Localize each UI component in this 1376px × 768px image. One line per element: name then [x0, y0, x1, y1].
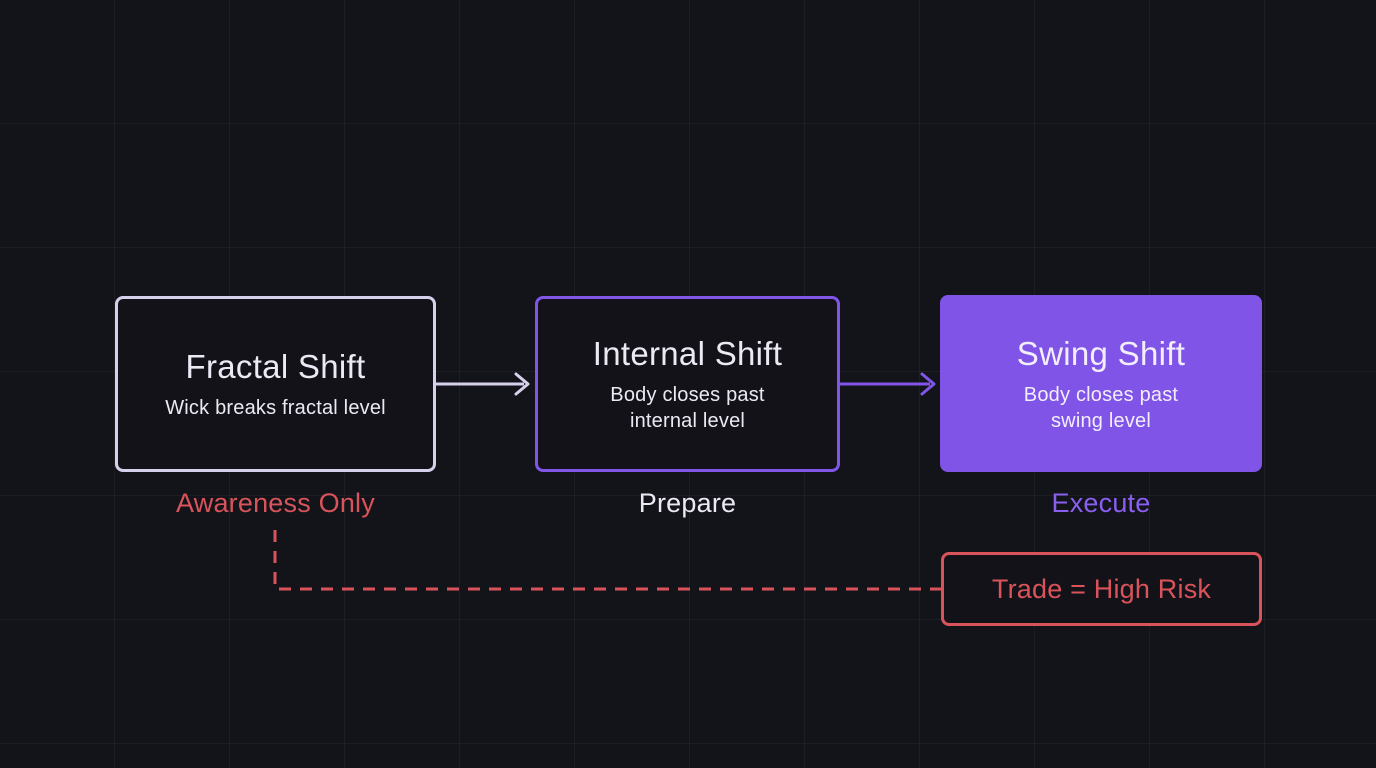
arrow-internal-to-swing — [840, 372, 936, 396]
step-description: Body closes past swing level — [1023, 383, 1179, 432]
step-title: Swing Shift — [1016, 334, 1186, 372]
stage-label-prepare: Prepare — [638, 488, 737, 518]
arrow-fractal-to-internal — [436, 372, 530, 396]
step-box-swing-shift: Swing Shift Body closes past swing level — [940, 295, 1262, 472]
step-description: Wick breaks fractal level — [165, 397, 386, 419]
step-box-fractal-shift: Fractal Shift Wick breaks fractal level — [115, 296, 436, 472]
risk-warning-box: Trade = High Risk — [941, 552, 1262, 626]
risk-warning-text: Trade = High Risk — [991, 573, 1212, 604]
risk-dashed-connector — [273, 530, 941, 591]
step-description: Body closes past internal level — [610, 384, 765, 432]
stage-label-execute: Execute — [1051, 488, 1151, 518]
step-box-internal-shift: Internal Shift Body closes past internal… — [535, 296, 840, 472]
step-title: Internal Shift — [592, 335, 783, 372]
step-title: Fractal Shift — [185, 348, 366, 385]
stage-label-awareness: Awareness Only — [176, 488, 375, 518]
